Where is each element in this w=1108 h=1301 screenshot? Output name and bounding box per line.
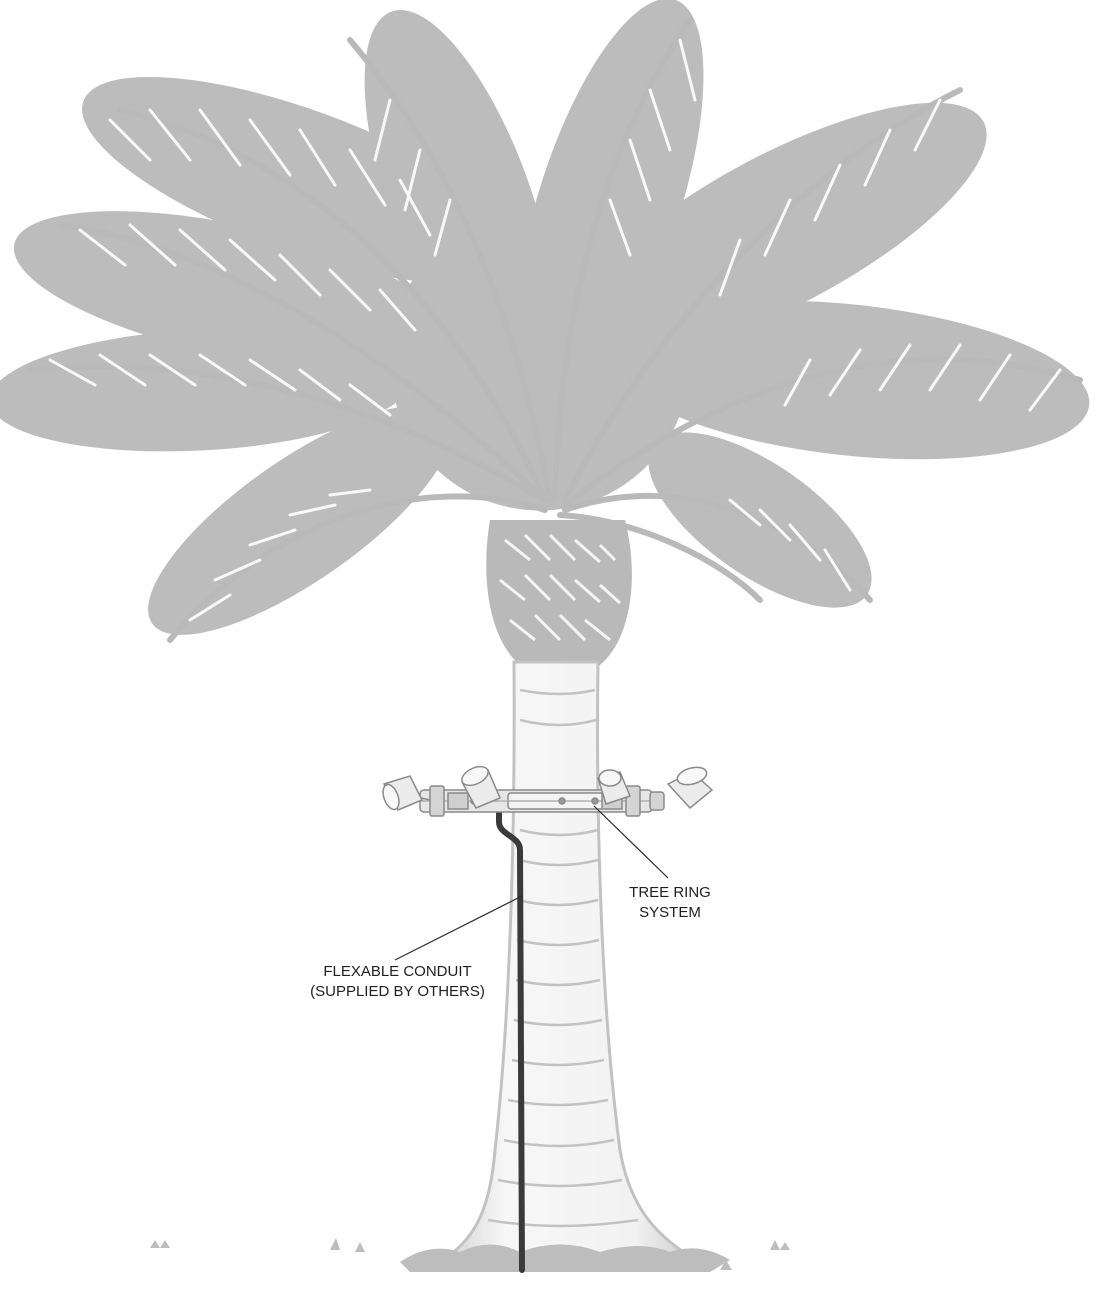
tree-ring-label-line2: SYSTEM: [615, 903, 725, 923]
crown-shaft: [486, 520, 632, 665]
conduit-label-line2: (SUPPLIED BY OTHERS): [290, 982, 505, 1002]
leader-line-conduit: [395, 896, 522, 960]
conduit-label-line1: FLEXABLE CONDUIT: [290, 962, 505, 982]
spotlight-left-outer: [380, 776, 422, 812]
spotlight-right-outer: [668, 764, 712, 808]
conduit-callout: FLEXABLE CONDUIT (SUPPLIED BY OTHERS): [290, 962, 505, 1002]
leader-line-tree-ring: [594, 806, 668, 878]
tree-ring-label-line1: TREE RING: [615, 883, 725, 903]
tree-ring-callout: TREE RING SYSTEM: [615, 883, 725, 923]
